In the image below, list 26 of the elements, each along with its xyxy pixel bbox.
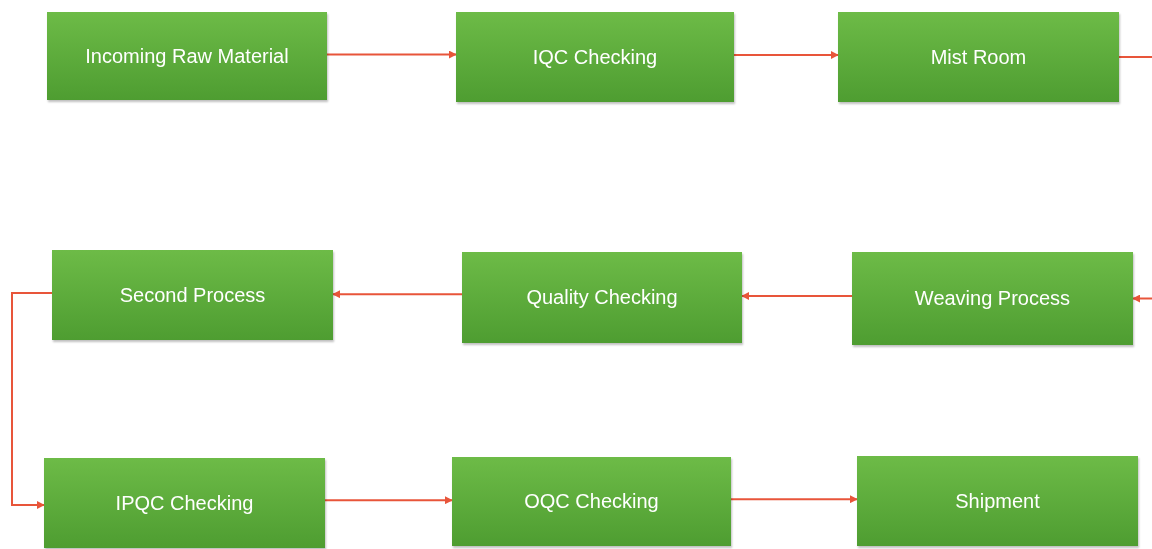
arrow (324, 496, 453, 505)
box-label: IPQC Checking (114, 490, 255, 516)
process-box (47, 12, 327, 100)
arrow (326, 50, 457, 59)
process-box (44, 458, 325, 548)
process-box (857, 456, 1138, 546)
box-label: Incoming Raw Material (84, 43, 290, 69)
arrow (11, 292, 53, 509)
process-box (52, 250, 333, 340)
arrow (332, 290, 463, 299)
arrow (730, 495, 858, 504)
arrow (741, 292, 853, 300)
box-label: OQC Checking (523, 489, 660, 514)
arrow (1132, 294, 1152, 303)
process-box (838, 12, 1119, 102)
arrow (733, 51, 839, 59)
process-box (456, 12, 734, 102)
box-label: Mist Room (929, 44, 1028, 70)
box-label: Shipment (954, 488, 1041, 514)
process-box (462, 252, 742, 343)
box-label: Second Process (118, 282, 267, 308)
box-label: Quality Checking (525, 285, 679, 310)
box-label: IQC Checking (531, 44, 659, 70)
process-box (852, 252, 1133, 345)
process-box (452, 457, 731, 546)
box-label: Weaving Process (913, 286, 1072, 311)
